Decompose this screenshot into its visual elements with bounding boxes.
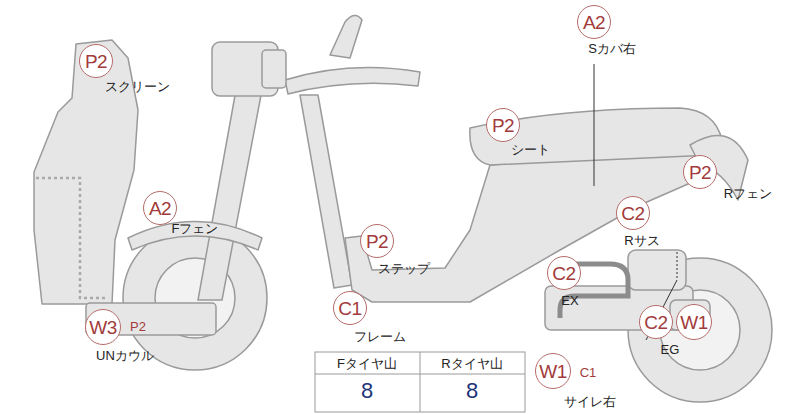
part-name: EG <box>661 343 680 357</box>
callout-code: C1 <box>580 366 597 380</box>
callout-circle: C2 <box>547 256 581 290</box>
table-header: Rタイヤ山 <box>441 357 502 371</box>
part-name: Rフェン <box>724 187 772 201</box>
table-value: 8 <box>361 379 373 403</box>
callout-code: W3 <box>89 318 117 337</box>
callout-code: P2 <box>366 232 388 251</box>
callout-circle: W1 <box>535 353 571 389</box>
part-name: フレーム <box>354 330 406 344</box>
table-header: Fタイヤ山 <box>337 357 397 371</box>
callout-code: P2 <box>492 116 514 135</box>
callout-code: W1 <box>680 313 708 332</box>
callout-circle: P2 <box>360 224 394 258</box>
part-name: Sカバ右 <box>588 42 636 56</box>
callout-code: P2 <box>689 163 711 182</box>
callout-circle: C2 <box>616 196 650 230</box>
part-name: スクリーン <box>105 80 170 94</box>
callout-code: C1 <box>338 299 361 318</box>
callout-code: P2 <box>85 52 107 71</box>
part-name: UNカウル <box>96 349 154 363</box>
callout-circle: C2 <box>639 305 673 339</box>
callout-circle: W3 <box>85 309 121 345</box>
part-name: ステップ <box>378 262 430 276</box>
callout-code: C2 <box>552 264 575 283</box>
callout-code: C2 <box>621 204 644 223</box>
callout-circle: A2 <box>143 191 177 225</box>
callout-code: C2 <box>644 313 667 332</box>
part-name: EX <box>561 294 578 308</box>
part-name: サイレ右 <box>564 395 616 409</box>
part-name: Rサス <box>624 234 659 248</box>
callout-circle: P2 <box>486 108 520 142</box>
callout-circle: P2 <box>683 155 717 189</box>
callout-code: A2 <box>583 13 605 32</box>
callout-code: W1 <box>539 362 567 381</box>
callout-code: A2 <box>149 199 171 218</box>
callout-code: P2 <box>130 320 146 334</box>
callout-circle: W1 <box>676 304 712 340</box>
table-value: 8 <box>466 379 478 403</box>
part-name: シート <box>511 143 550 157</box>
part-name: Fフェン <box>172 222 219 236</box>
callout-circle: C1 <box>333 291 367 325</box>
callout-circle: A2 <box>577 5 611 39</box>
callout-circle: P2 <box>79 44 113 78</box>
